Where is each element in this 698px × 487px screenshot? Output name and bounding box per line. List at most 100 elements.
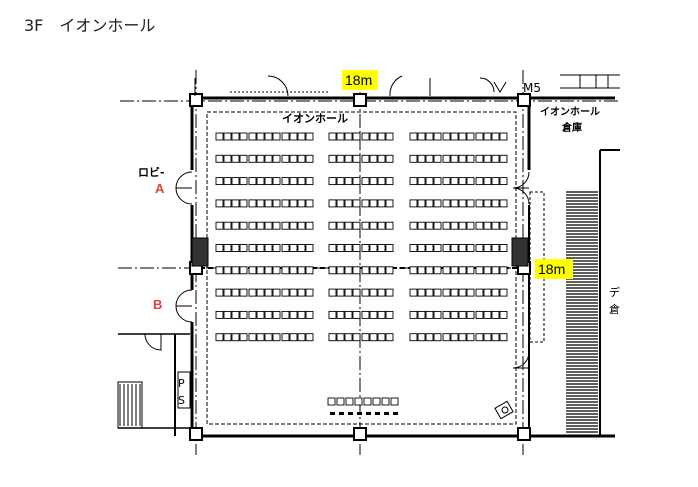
chair <box>297 154 306 163</box>
chair <box>361 288 370 297</box>
chair <box>385 244 394 252</box>
chair <box>215 177 224 186</box>
chair <box>297 244 306 252</box>
chair <box>336 199 345 208</box>
chair <box>344 154 353 163</box>
chair <box>256 154 265 163</box>
chair <box>483 333 492 342</box>
chair <box>499 177 508 186</box>
chair <box>256 266 265 275</box>
chair <box>231 177 240 186</box>
chair <box>417 310 426 319</box>
chair <box>328 288 337 297</box>
chair <box>336 266 345 275</box>
chair <box>450 132 459 141</box>
chair <box>499 266 508 275</box>
chair <box>215 244 224 252</box>
chair <box>289 221 298 230</box>
chair <box>239 177 248 186</box>
chair <box>466 244 475 252</box>
chair <box>377 177 386 186</box>
chair <box>231 221 240 230</box>
chair <box>264 266 273 275</box>
chair <box>442 288 451 297</box>
chair <box>223 333 232 342</box>
chair <box>385 154 394 163</box>
chair <box>248 333 257 342</box>
chair <box>425 132 434 141</box>
chair <box>409 244 418 252</box>
chair <box>248 310 257 319</box>
chair <box>369 266 378 275</box>
chair <box>361 177 370 186</box>
chair <box>352 199 361 208</box>
chair <box>272 221 281 230</box>
chair <box>385 333 394 342</box>
chair <box>305 221 314 230</box>
chair <box>377 199 386 208</box>
chair <box>248 132 257 141</box>
chair <box>215 221 224 230</box>
chair <box>239 244 248 252</box>
chair <box>369 333 378 342</box>
chair <box>215 154 224 163</box>
chair <box>442 266 451 275</box>
stage-marker <box>393 412 398 415</box>
chair <box>352 310 361 319</box>
storage-name-label: イオンホール <box>540 106 600 118</box>
chair <box>377 244 386 252</box>
chair <box>336 333 345 342</box>
chair <box>475 132 484 141</box>
chair <box>491 154 500 163</box>
chair <box>336 288 345 297</box>
chair <box>328 266 337 275</box>
edge-label-bottom: 倉 <box>609 302 620 316</box>
chair <box>466 288 475 297</box>
chair <box>305 177 314 186</box>
chair <box>264 199 273 208</box>
chair <box>281 132 290 141</box>
chair <box>458 132 467 141</box>
door-b-label: B <box>153 297 162 312</box>
chair <box>289 177 298 186</box>
chair <box>499 154 508 163</box>
chair <box>475 199 484 208</box>
chair <box>425 310 434 319</box>
edge-label-top: デ <box>609 285 620 299</box>
chair <box>215 132 224 141</box>
chair <box>491 199 500 208</box>
chair <box>491 288 500 297</box>
chair <box>256 288 265 297</box>
hall-name-label: イオンホール <box>282 112 348 125</box>
chair <box>425 177 434 186</box>
chair <box>466 333 475 342</box>
chair <box>281 244 290 252</box>
chair <box>231 154 240 163</box>
chair <box>289 333 298 342</box>
chair <box>336 132 345 141</box>
door-a-label: A <box>155 181 165 196</box>
chair <box>289 288 298 297</box>
chair <box>344 333 353 342</box>
lobby-label: ロビ- <box>138 165 165 179</box>
chair <box>223 310 232 319</box>
chair <box>248 221 257 230</box>
chair <box>239 266 248 275</box>
chair <box>264 333 273 342</box>
chair <box>272 288 281 297</box>
chair <box>328 154 337 163</box>
chair <box>483 288 492 297</box>
chair <box>281 288 290 297</box>
chair <box>264 221 273 230</box>
chair <box>344 266 353 275</box>
chair <box>248 244 257 252</box>
chair <box>361 310 370 319</box>
chair <box>442 333 451 342</box>
chair <box>409 310 418 319</box>
chair <box>466 177 475 186</box>
chair <box>272 333 281 342</box>
chair <box>433 310 442 319</box>
chair <box>336 177 345 186</box>
chair <box>305 333 314 342</box>
chair <box>442 244 451 252</box>
